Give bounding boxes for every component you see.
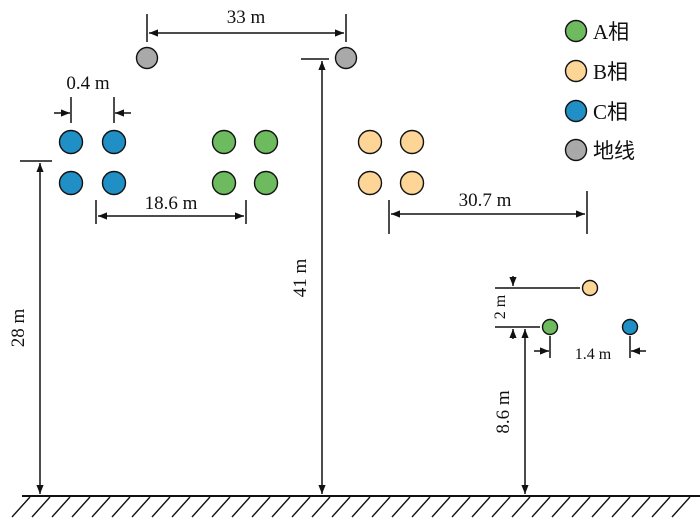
dim-label-33m: 33 m (227, 7, 266, 28)
legend-label-phase-a: A相 (593, 20, 629, 44)
dim-line-separation: 30.7 m (388, 190, 588, 234)
ground-hatch-mark (431, 496, 451, 518)
dim-label-0-4m: 0.4 m (66, 73, 110, 94)
dim-label-28m: 28 m (8, 309, 29, 348)
legend-swatch-ground (564, 138, 588, 162)
ground-hatch-mark (291, 496, 311, 518)
ground-hatch-mark (391, 496, 411, 518)
phase-a-bundle (211, 129, 279, 196)
dim-subconductor-spacing: 0.4 m (54, 73, 131, 123)
dim-label-8-6m: 8.6 m (493, 390, 514, 434)
legend-item-ground: 地线 (564, 138, 635, 163)
ground-hatch-mark (171, 496, 191, 518)
ground-wire-right (334, 46, 358, 70)
ground-wire-left (135, 46, 159, 70)
legend-label-phase-b: B相 (593, 60, 628, 84)
legend-swatch-phase-c (564, 99, 588, 123)
ground-hatch-mark (411, 496, 431, 518)
ground-hatch-mark (91, 496, 111, 518)
dim-label-1-4m: 1.4 m (575, 346, 612, 363)
phase-c-bundle (58, 129, 127, 196)
ground-hatch-mark (231, 496, 251, 518)
legend-label-phase-c: C相 (593, 100, 628, 124)
legend-label-ground: 地线 (593, 139, 635, 163)
ground-hatch-mark (31, 496, 51, 518)
dim-label-18-6m: 18.6 m (145, 193, 198, 214)
ground-hatch-mark (671, 496, 691, 518)
ground-hatch-mark (571, 496, 591, 518)
ground-hatch-mark (131, 496, 151, 518)
ground-hatch-mark (371, 496, 391, 518)
ground-hatch-mark (251, 496, 271, 518)
ground-hatch-mark (331, 496, 351, 518)
ground-hatch-mark (471, 496, 491, 518)
ground-hatch-mark (51, 496, 71, 518)
small-line-phase-b (581, 279, 599, 297)
ground-hatch-mark (611, 496, 631, 518)
dim-label-30-7m: 30.7 m (459, 190, 512, 211)
ground-hatch-mark (631, 496, 651, 518)
ground-hatch-mark (71, 496, 91, 518)
small-line-phase-c (621, 318, 639, 336)
legend-swatch-phase-b (564, 59, 588, 83)
ground-surface (11, 495, 700, 518)
ground-hatch-mark (11, 496, 31, 518)
ground-hatch-mark (451, 496, 471, 518)
dim-phase-spacing: 18.6 m (95, 193, 247, 224)
dim-small-horizontal-spacing: 1.4 m (534, 336, 646, 363)
legend-item-phase-a: A相 (564, 19, 629, 44)
ground-hatch-mark (551, 496, 571, 518)
ground-hatch-mark (651, 496, 671, 518)
dim-label-41m: 41 m (290, 259, 311, 298)
ground-hatch-mark (591, 496, 611, 518)
ground-hatch-mark (531, 496, 551, 518)
dim-small-vertical-offset: 2 m (492, 276, 580, 339)
dim-tower-height-ground: 41 m (290, 58, 329, 494)
ground-hatch-mark (311, 496, 331, 518)
dim-label-2m: 2 m (492, 294, 509, 319)
legend-item-phase-c: C相 (564, 99, 628, 124)
ground-hatch-mark (191, 496, 211, 518)
dim-tower-height-phase: 28 m (8, 160, 52, 494)
ground-hatch-mark (211, 496, 231, 518)
legend: A相 B相 C相 地线 (564, 19, 635, 163)
ground-hatch-mark (111, 496, 131, 518)
ground-hatch-mark (491, 496, 511, 518)
legend-item-phase-b: B相 (564, 59, 628, 84)
ground-hatch-mark (271, 496, 291, 518)
phase-b-bundle (357, 129, 425, 196)
dim-small-line-height: 8.6 m (493, 329, 529, 494)
ground-hatch-mark (511, 496, 531, 518)
legend-swatch-phase-a (564, 19, 588, 43)
ground-hatch-mark (351, 496, 371, 518)
dim-ground-wire-spacing: 33 m (146, 7, 347, 42)
small-line-phase-a (541, 318, 559, 336)
ground-hatch-mark (151, 496, 171, 518)
